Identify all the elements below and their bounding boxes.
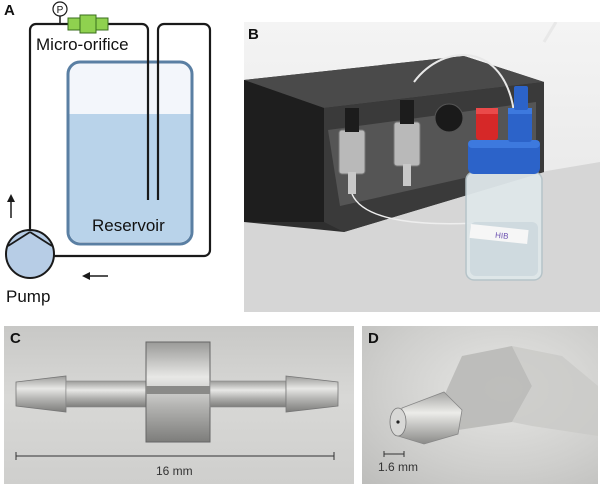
- flow-arrow-up-icon: [7, 194, 15, 218]
- scale-label-d: 1.6 mm: [378, 460, 419, 474]
- right-barb: [285, 375, 339, 413]
- pump-label: Pump: [6, 287, 51, 306]
- setup-illustration: HIB: [244, 22, 600, 312]
- panel-d-label: D: [368, 330, 379, 347]
- orifice-hole: [396, 420, 400, 424]
- scale-bar-d: [383, 451, 405, 457]
- circuit-schematic: P: [5, 1, 212, 280]
- pressure-gauge-icon: [52, 1, 68, 17]
- panel-b-label: B: [248, 26, 259, 43]
- micro-orifice-fitting: [67, 14, 109, 34]
- pump-icon: [5, 229, 55, 279]
- orifice-label: Micro-orifice: [35, 35, 130, 55]
- blue-cap-icon: [508, 86, 532, 142]
- reservoir-label: Reservoir: [92, 216, 165, 235]
- panel-c-label: C: [10, 330, 21, 347]
- scale-bar-c: [15, 452, 335, 460]
- panel-a: A P Micro-orifice Reservoir Pu: [0, 0, 240, 310]
- panel-a-label: A: [4, 2, 15, 19]
- fitting-photo: 16 mm: [4, 326, 354, 484]
- bottle-label-text: HIB: [495, 231, 509, 241]
- orifice-tip-photo: 1.6 mm: [362, 326, 598, 484]
- reservoir-bottle-icon: HIB: [465, 140, 543, 281]
- scale-label-c: 16 mm: [156, 464, 193, 478]
- tubing-return: [54, 22, 212, 258]
- valve-right-icon: [393, 100, 421, 186]
- red-cap-icon: [476, 108, 498, 140]
- panel-d: 1.6 mm D: [362, 320, 600, 488]
- valve-left-icon: [338, 108, 366, 194]
- pressure-symbol: P: [57, 5, 64, 16]
- flow-arrow-left-icon: [82, 272, 108, 280]
- rotary-knob-icon: [434, 103, 464, 133]
- tip-illustration: [383, 346, 598, 457]
- panel-c: 16 mm C: [0, 320, 356, 488]
- left-barb: [15, 375, 67, 413]
- panel-b: HIB B: [240, 22, 600, 312]
- setup-photo: HIB: [244, 22, 600, 312]
- fitting-illustration: [15, 341, 339, 460]
- reservoir-liquid: [69, 114, 191, 242]
